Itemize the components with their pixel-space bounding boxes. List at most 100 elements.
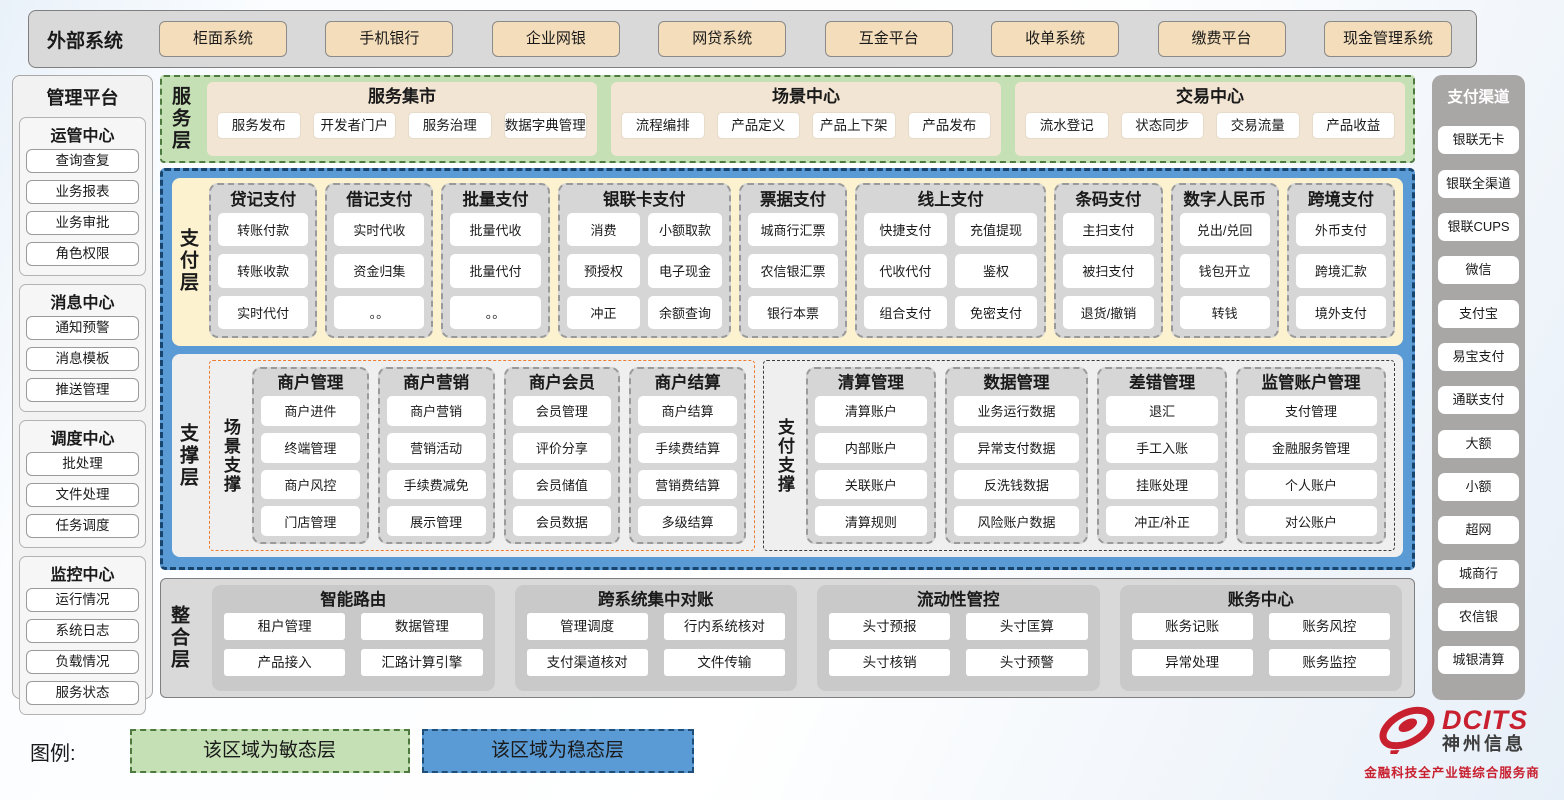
integration-item-button[interactable]: 账务监控 [1268, 649, 1390, 676]
support-item-button[interactable]: 异常支付数据 [953, 432, 1080, 463]
payment-item-button[interactable]: 快捷支付 [864, 213, 947, 247]
mgmt-item-button[interactable]: 负载情况 [26, 650, 139, 674]
support-item-button[interactable]: 清算规则 [815, 506, 927, 536]
ext-system-button[interactable]: 企业网银 [491, 21, 620, 57]
service-item-button[interactable]: 数据字典管理 [503, 112, 587, 139]
service-item-button[interactable]: 服务治理 [408, 112, 492, 139]
payment-item-button[interactable]: 农信银汇票 [747, 254, 839, 288]
integration-item-button[interactable]: 头寸核销 [829, 649, 951, 676]
channel-button[interactable]: 小额 [1438, 473, 1519, 502]
support-item-button[interactable]: 商户营销 [386, 396, 486, 426]
service-item-button[interactable]: 状态同步 [1120, 112, 1204, 139]
payment-item-button[interactable]: 转账付款 [218, 213, 309, 247]
payment-item-button[interactable]: 主扫支付 [1063, 213, 1154, 247]
support-item-button[interactable]: 对公账户 [1245, 506, 1377, 536]
channel-button[interactable]: 微信 [1438, 256, 1519, 285]
service-item-button[interactable]: 产品上下架 [812, 112, 896, 139]
support-item-button[interactable]: 营销活动 [386, 432, 486, 463]
channel-button[interactable]: 通联支付 [1438, 386, 1519, 415]
integration-item-button[interactable]: 异常处理 [1131, 649, 1253, 676]
integration-item-button[interactable]: 数据管理 [361, 613, 483, 640]
integration-item-button[interactable]: 头寸预警 [966, 649, 1088, 676]
mgmt-item-button[interactable]: 文件处理 [26, 483, 139, 507]
channel-button[interactable]: 银联CUPS [1438, 213, 1519, 242]
support-item-button[interactable]: 门店管理 [261, 506, 360, 536]
support-item-button[interactable]: 手续费减免 [386, 469, 486, 500]
payment-item-button[interactable]: 兑出/兑回 [1179, 213, 1270, 247]
ext-system-button[interactable]: 网贷系统 [658, 21, 787, 57]
ext-system-button[interactable]: 柜面系统 [159, 21, 288, 57]
channel-button[interactable]: 大额 [1438, 429, 1519, 458]
mgmt-item-button[interactable]: 运行情况 [26, 588, 139, 612]
service-item-button[interactable]: 产品发布 [907, 112, 991, 139]
mgmt-item-button[interactable]: 业务审批 [26, 211, 139, 235]
mgmt-item-button[interactable]: 推送管理 [26, 378, 139, 402]
ext-system-button[interactable]: 互金平台 [824, 21, 953, 57]
payment-item-button[interactable]: 。。 [450, 295, 541, 329]
payment-item-button[interactable]: 余额查询 [648, 295, 722, 329]
payment-item-button[interactable]: 免密支付 [954, 295, 1038, 329]
integration-item-button[interactable]: 管理调度 [526, 613, 648, 640]
integration-item-button[interactable]: 账务风控 [1268, 613, 1390, 640]
service-item-button[interactable]: 流程编排 [621, 112, 705, 139]
integration-item-button[interactable]: 汇路计算引擎 [361, 649, 483, 676]
payment-item-button[interactable]: 银行本票 [747, 295, 839, 329]
integration-item-button[interactable]: 支付渠道核对 [526, 649, 648, 676]
payment-item-button[interactable]: 代收代付 [864, 254, 947, 288]
payment-item-button[interactable]: 小额取款 [648, 213, 722, 247]
support-item-button[interactable]: 金融服务管理 [1245, 432, 1377, 463]
payment-item-button[interactable]: 组合支付 [864, 295, 947, 329]
payment-item-button[interactable]: 消费 [566, 213, 641, 247]
payment-item-button[interactable]: 实时代收 [334, 213, 425, 247]
payment-item-button[interactable]: 外币支付 [1295, 213, 1386, 247]
payment-item-button[interactable]: 被扫支付 [1063, 254, 1154, 288]
ext-system-button[interactable]: 缴费平台 [1157, 21, 1286, 57]
integration-item-button[interactable]: 产品接入 [224, 649, 346, 676]
support-item-button[interactable]: 商户结算 [638, 396, 737, 426]
support-item-button[interactable]: 个人账户 [1245, 469, 1377, 500]
support-item-button[interactable]: 商户进件 [261, 396, 360, 426]
payment-item-button[interactable]: 预授权 [566, 254, 641, 288]
mgmt-item-button[interactable]: 消息模板 [26, 347, 139, 371]
mgmt-item-button[interactable]: 通知预警 [26, 316, 139, 340]
integration-item-button[interactable]: 行内系统核对 [663, 613, 785, 640]
support-item-button[interactable]: 退汇 [1106, 396, 1218, 426]
support-item-button[interactable]: 手工入账 [1106, 432, 1218, 463]
integration-item-button[interactable]: 账务记账 [1131, 613, 1253, 640]
support-item-button[interactable]: 冲正/补正 [1106, 506, 1218, 536]
service-item-button[interactable]: 交易流量 [1216, 112, 1300, 139]
service-item-button[interactable]: 产品定义 [716, 112, 800, 139]
service-item-button[interactable]: 流水登记 [1025, 112, 1109, 139]
support-item-button[interactable]: 内部账户 [815, 432, 927, 463]
payment-item-button[interactable]: 境外支付 [1295, 295, 1386, 329]
support-item-button[interactable]: 反洗钱数据 [953, 469, 1080, 500]
payment-item-button[interactable]: 电子现金 [648, 254, 722, 288]
mgmt-item-button[interactable]: 系统日志 [26, 619, 139, 643]
payment-item-button[interactable]: 跨境汇款 [1295, 254, 1386, 288]
support-item-button[interactable]: 支付管理 [1245, 396, 1377, 426]
support-item-button[interactable]: 手续费结算 [638, 432, 737, 463]
mgmt-item-button[interactable]: 查询查复 [26, 149, 139, 173]
service-item-button[interactable]: 产品收益 [1311, 112, 1395, 139]
ext-system-button[interactable]: 现金管理系统 [1323, 21, 1452, 57]
payment-item-button[interactable]: 批量代收 [450, 213, 541, 247]
support-item-button[interactable]: 关联账户 [815, 469, 927, 500]
integration-item-button[interactable]: 文件传输 [663, 649, 785, 676]
channel-button[interactable]: 农信银 [1438, 603, 1519, 632]
support-item-button[interactable]: 风险账户数据 [953, 506, 1080, 536]
support-item-button[interactable]: 会员管理 [512, 396, 612, 426]
support-item-button[interactable]: 多级结算 [638, 506, 737, 536]
support-item-button[interactable]: 清算账户 [815, 396, 927, 426]
support-item-button[interactable]: 展示管理 [386, 506, 486, 536]
payment-item-button[interactable]: 鉴权 [954, 254, 1038, 288]
channel-button[interactable]: 易宝支付 [1438, 343, 1519, 372]
payment-item-button[interactable]: 退货/撤销 [1063, 295, 1154, 329]
mgmt-item-button[interactable]: 任务调度 [26, 514, 139, 538]
support-item-button[interactable]: 挂账处理 [1106, 469, 1218, 500]
support-item-button[interactable]: 商户风控 [261, 469, 360, 500]
payment-item-button[interactable]: 城商行汇票 [747, 213, 839, 247]
support-item-button[interactable]: 评价分享 [512, 432, 612, 463]
integration-item-button[interactable]: 头寸匡算 [966, 613, 1088, 640]
payment-item-button[interactable]: 转钱 [1179, 295, 1270, 329]
integration-item-button[interactable]: 头寸预报 [829, 613, 951, 640]
